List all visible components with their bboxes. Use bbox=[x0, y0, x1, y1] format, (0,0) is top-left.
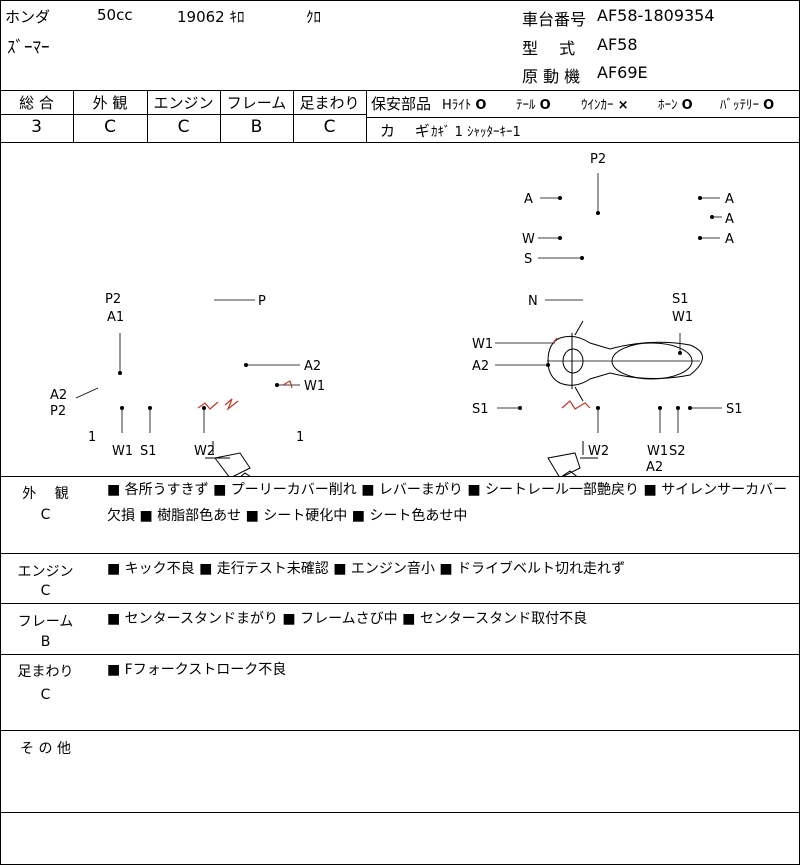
displacement: 50cc bbox=[97, 6, 133, 24]
label-l-1b: 1 bbox=[296, 430, 304, 445]
remark-label-engine: エンジン bbox=[17, 564, 74, 580]
divider bbox=[0, 114, 366, 115]
grade-value-engine: C bbox=[177, 117, 190, 137]
divider bbox=[220, 90, 221, 142]
divider bbox=[0, 812, 800, 813]
divider bbox=[0, 142, 800, 143]
frame-no-label: 車台番号 bbox=[522, 10, 587, 29]
label-top-a-r2: A bbox=[725, 212, 734, 227]
label-l-p: P bbox=[258, 294, 266, 309]
divider bbox=[293, 90, 294, 142]
label-l-p2: P2 bbox=[105, 292, 121, 307]
model-name: ｽﾞｰﾏｰ bbox=[7, 38, 50, 58]
safety-headlight: Hﾗｲﾄ O bbox=[442, 98, 487, 113]
remark-grade-exterior: C bbox=[40, 507, 51, 523]
label-top-s: S bbox=[524, 252, 532, 267]
safety-horn: ﾎｰﾝ O bbox=[658, 98, 693, 113]
remark-line: ■ キック不良 ■ 走行テスト未確認 ■ エンジン音小 ■ ドライブベルト切れ走… bbox=[107, 561, 626, 577]
top-view-scooter bbox=[547, 320, 703, 402]
body-color: ｸﾛ bbox=[306, 8, 322, 26]
frame-no: AF58-1809354 bbox=[597, 6, 715, 25]
safety-label: 保安部品 bbox=[371, 95, 432, 113]
label-r-n: N bbox=[528, 294, 538, 309]
divider bbox=[0, 603, 800, 604]
maker: ホンダ bbox=[5, 8, 51, 26]
remark-line: ■ 各所うすきず ■ プーリーカバー削れ ■ レバーまがり ■ シートレール一部… bbox=[107, 482, 788, 498]
grade-label-engine: エンジン bbox=[153, 94, 214, 112]
damage-diagram: P2 A W S A A A P2 A1 P A2 W1 A2 P2 1 W1 … bbox=[50, 152, 743, 476]
label-r-w2: W2 bbox=[588, 444, 609, 459]
label-l-a2l: A2 bbox=[50, 388, 67, 403]
divider bbox=[0, 730, 800, 731]
divider bbox=[73, 90, 74, 142]
label-l-w2: W2 bbox=[194, 444, 215, 459]
engine-label: 原 動 機 bbox=[522, 67, 581, 86]
grade-value-suspension: C bbox=[323, 117, 336, 137]
safety-tail: ﾃｰﾙ O bbox=[516, 98, 551, 113]
label-l-s1: S1 bbox=[140, 444, 157, 459]
remark-line: 欠損 ■ 樹脂部色あせ ■ シート硬化中 ■ シート色あせ中 bbox=[107, 508, 468, 524]
divider bbox=[0, 553, 800, 554]
label-top-w: W bbox=[522, 232, 535, 247]
remark-grade-frame: B bbox=[40, 634, 51, 650]
grade-label-exterior: 外 観 bbox=[92, 94, 128, 112]
label-r-a2: A2 bbox=[472, 359, 489, 374]
label-r-a2b: A2 bbox=[646, 460, 663, 475]
label-l-a1: A1 bbox=[107, 310, 124, 325]
left-view-scooter bbox=[205, 441, 251, 476]
type-label: 型 式 bbox=[522, 39, 576, 58]
damage-marks bbox=[197, 337, 591, 411]
label-l-w1r: W1 bbox=[304, 379, 325, 394]
remark-label-frame: フレーム bbox=[17, 614, 74, 630]
remark-grade-engine: C bbox=[40, 583, 51, 599]
divider bbox=[0, 654, 800, 655]
label-r-w1: W1 bbox=[472, 337, 493, 352]
divider bbox=[0, 90, 800, 91]
mileage: 19062 ｷﾛ bbox=[177, 8, 245, 26]
label-r-s2: S2 bbox=[669, 444, 686, 459]
label-r-s1l: S1 bbox=[472, 402, 489, 417]
label-r-s1t: S1 bbox=[672, 292, 689, 307]
label-top-a-r3: A bbox=[725, 232, 734, 247]
grade-value-total: 3 bbox=[31, 117, 42, 137]
label-l-1a: 1 bbox=[88, 430, 96, 445]
remark-line: ■ センタースタンドまがり ■ フレームさび中 ■ センタースタンド取付不良 bbox=[107, 611, 588, 627]
divider bbox=[147, 90, 148, 142]
key-value: ｶｷﾞ 1 ｼｬｯﾀｰｷｰ1 bbox=[431, 125, 521, 140]
remark-grade-suspension: C bbox=[40, 687, 51, 703]
type: AF58 bbox=[597, 35, 638, 54]
engine-model: AF69E bbox=[597, 63, 648, 82]
label-l-w1: W1 bbox=[112, 444, 133, 459]
safety-battery: ﾊﾞｯﾃﾘｰ O bbox=[720, 98, 775, 113]
divider bbox=[366, 90, 367, 142]
label-top-a-r1: A bbox=[725, 192, 734, 207]
label-l-p2l: P2 bbox=[50, 404, 66, 419]
safety-winker: ｳｲﾝｶｰ × bbox=[581, 98, 629, 113]
divider bbox=[0, 476, 800, 477]
remark-label-exterior: 外 観 bbox=[22, 486, 69, 502]
grade-label-frame: フレーム bbox=[226, 94, 287, 112]
remark-line: ■ Fフォークストローク不良 bbox=[107, 662, 287, 678]
grade-value-frame: B bbox=[250, 117, 263, 137]
grade-label-suspension: 足まわり bbox=[299, 94, 360, 112]
remark-label-other: そ の 他 bbox=[20, 741, 71, 757]
divider bbox=[366, 117, 800, 118]
label-l-a2r: A2 bbox=[304, 359, 321, 374]
label-top-p2: P2 bbox=[590, 152, 606, 167]
grade-label-total: 総 合 bbox=[19, 94, 54, 112]
label-r-s1r: S1 bbox=[726, 402, 743, 417]
label-top-a: A bbox=[524, 192, 533, 207]
grade-value-exterior: C bbox=[104, 117, 116, 137]
remark-label-suspension: 足まわり bbox=[17, 664, 74, 680]
label-r-w1t: W1 bbox=[672, 310, 693, 325]
key-label: カ ギ bbox=[380, 122, 430, 140]
label-r-w1b: W1 bbox=[647, 444, 668, 459]
right-view-scooter bbox=[547, 441, 598, 476]
